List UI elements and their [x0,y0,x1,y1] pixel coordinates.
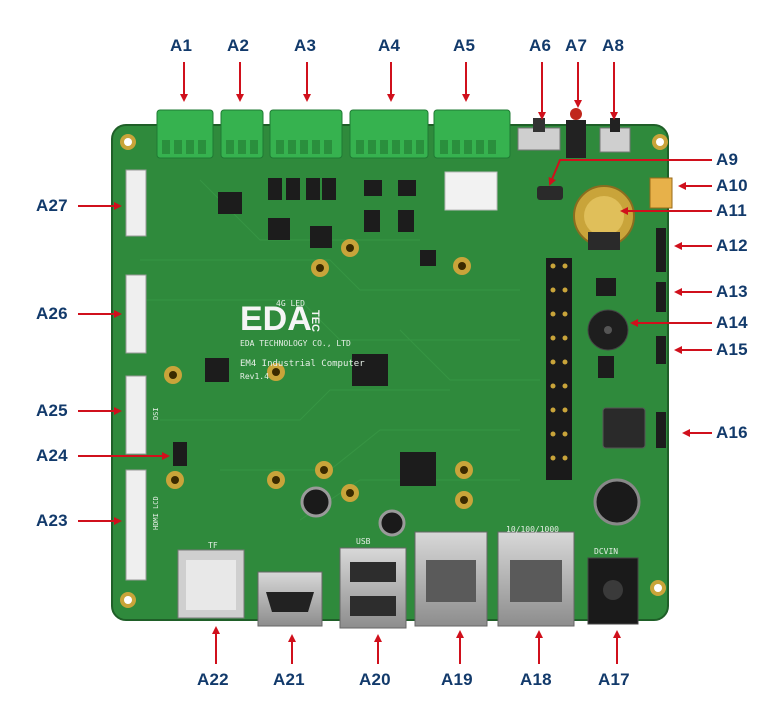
callout-a2: A2 [227,36,250,55]
coin-battery-holder [573,185,635,250]
revision-silk: Rev1.4 [240,372,269,381]
brand-logo: EDA [240,300,312,338]
callout-a16: A16 [716,423,748,442]
callout-a14: A14 [716,313,748,332]
callout-a13: A13 [716,282,748,301]
callout-a24: A24 [36,446,68,465]
electrolytic-capacitor [593,478,641,526]
callout-a5: A5 [453,36,476,55]
callout-a17: A17 [598,670,630,689]
led-silk: 4G LED [276,299,305,308]
capacitor-small-2 [378,509,406,537]
callout-a3: A3 [294,36,317,55]
usb-silk: USB [356,537,371,546]
callout-a23: A23 [36,511,68,530]
callout-a9: A9 [716,150,739,169]
callout-a25: A25 [36,401,68,420]
usb-port-stack [339,547,407,629]
dsi-silk: DSI [152,407,160,420]
callout-a4: A4 [378,36,401,55]
callout-a15: A15 [716,340,748,359]
callout-a27: A27 [36,196,68,215]
mounting-holes [120,134,668,608]
fpc-connectors [125,169,147,581]
company-silk: EDA TECHNOLOGY CO., LTD [240,339,351,348]
terminal-blocks [156,109,511,159]
callout-a11: A11 [716,201,747,220]
capacitor-small [300,486,332,518]
orange-connector [649,177,673,209]
gpio-header [546,258,572,480]
eth-silk: 10/100/1000 [506,525,559,534]
callout-a20: A20 [359,670,391,689]
product-silk: EM4 Industrial Computer [240,359,365,369]
right-pin-headers [656,228,666,448]
dcvin-silk: DCVIN [594,547,618,556]
dc-power-jack [587,557,639,625]
hdmi-lcd-silk: HDMI LCD [152,496,160,530]
tf-silk: TF [208,541,218,550]
callout-a26: A26 [36,304,68,323]
callout-arrows [78,62,712,664]
callout-a10: A10 [716,176,748,195]
callout-a7: A7 [565,36,588,55]
callout-a22: A22 [197,670,229,689]
callout-a6: A6 [529,36,552,55]
callout-a21: A21 [273,670,305,689]
brand-suffix: TEC [309,310,321,332]
callout-a1: A1 [170,36,193,55]
callout-a8: A8 [602,36,625,55]
white-module [444,171,498,211]
jumper-header [173,442,187,466]
switches [517,108,631,158]
callout-a19: A19 [441,670,473,689]
callout-a12: A12 [716,236,748,255]
callout-a18: A18 [520,670,552,689]
micro-usb-port [537,186,563,200]
power-inductor [602,407,646,449]
hdmi-port [257,571,323,627]
ethernet-ports [414,531,575,627]
ic-chips [205,178,616,486]
